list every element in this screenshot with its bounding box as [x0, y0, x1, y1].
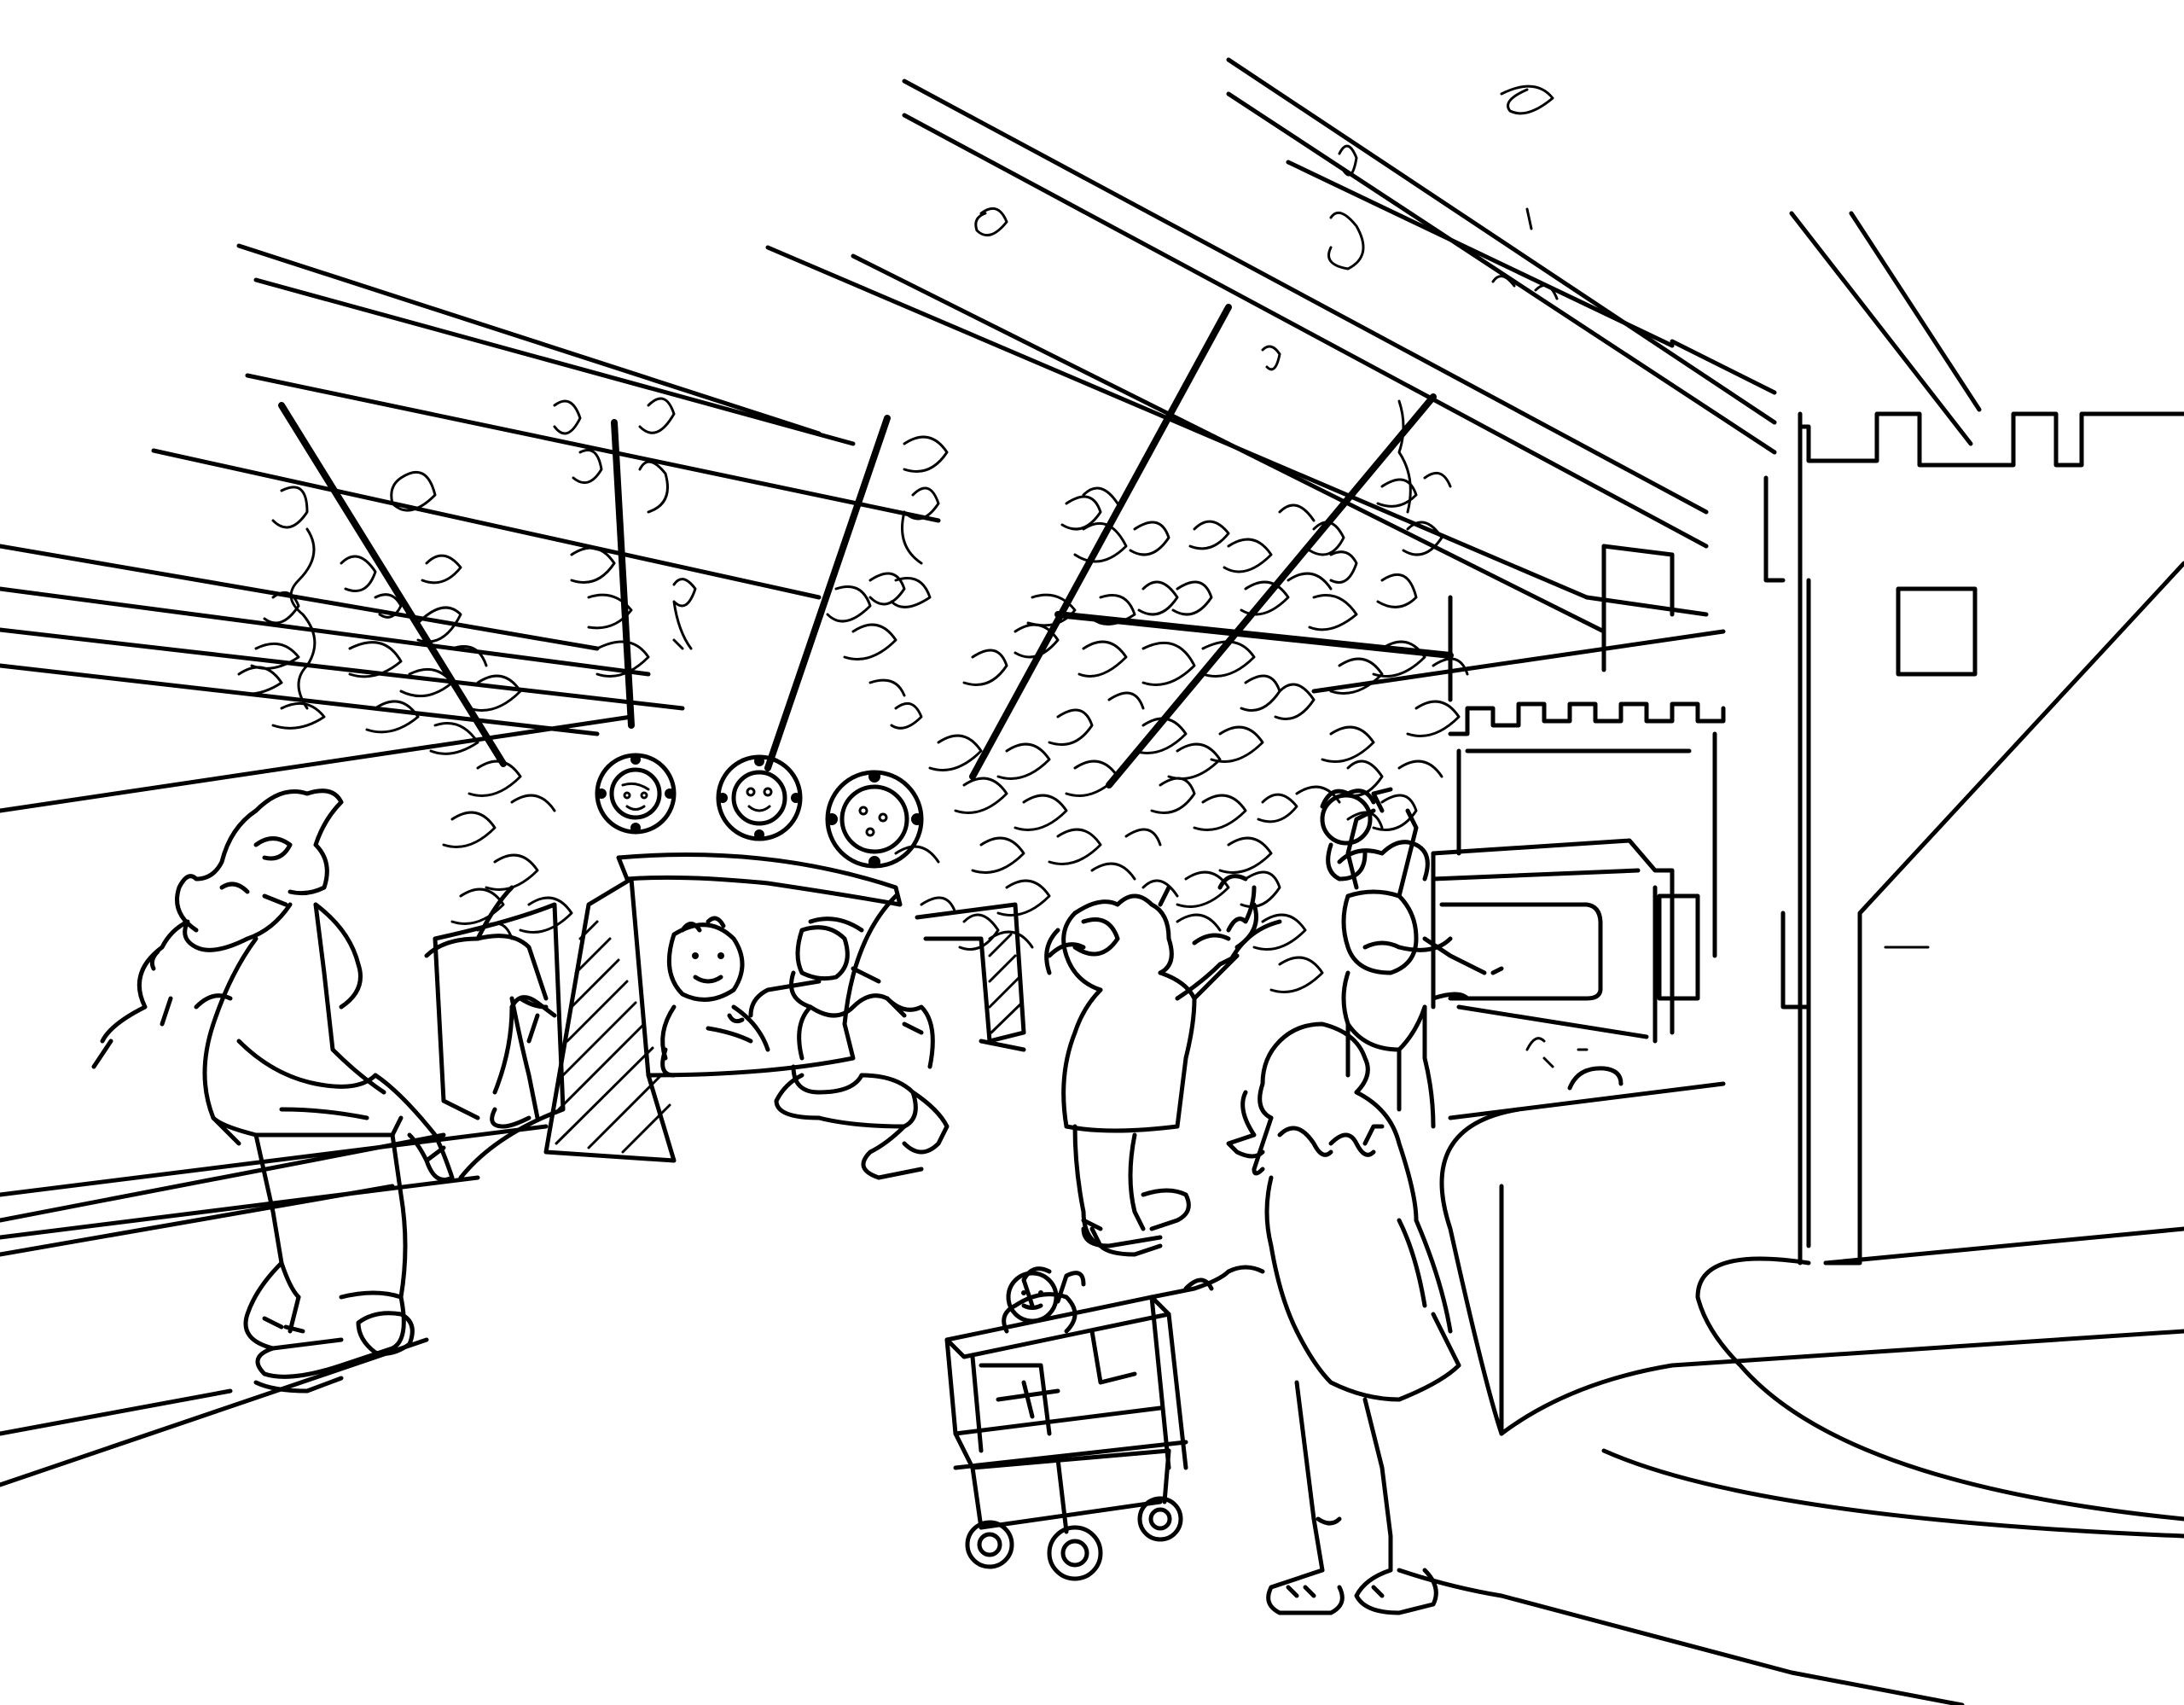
seated-adult-center	[727, 917, 950, 1180]
adult-behind-structure	[424, 885, 557, 1129]
push-walker	[944, 1265, 1265, 1470]
curved-walkway	[1397, 1107, 2184, 1705]
child-reaching-right	[1337, 787, 1504, 1129]
light-faces	[621, 782, 888, 837]
play-structure	[543, 852, 1026, 1163]
play-structure-hatching	[555, 920, 1024, 1154]
woman-seated-left	[91, 788, 455, 1394]
light-rim-dots	[596, 754, 923, 868]
ceiling-beams	[0, 57, 1982, 813]
van-vehicle	[1431, 838, 1700, 1091]
bench-left	[0, 902, 566, 1436]
castle-tower-right	[1763, 411, 2184, 1266]
teddy-bear-hanging	[1320, 788, 1376, 882]
hanging-rods	[278, 304, 1454, 788]
streamers-and-balloons	[229, 84, 1559, 993]
toddler-with-walker	[1226, 1021, 1461, 1615]
walker-wheels	[965, 1448, 1183, 1581]
man-reaching	[1044, 874, 1282, 1257]
baby-in-window	[660, 916, 770, 1078]
building-left-of-castle	[1448, 544, 1675, 702]
misc-doodles	[1525, 946, 1930, 1068]
castle-wall-middle	[1448, 701, 1726, 958]
